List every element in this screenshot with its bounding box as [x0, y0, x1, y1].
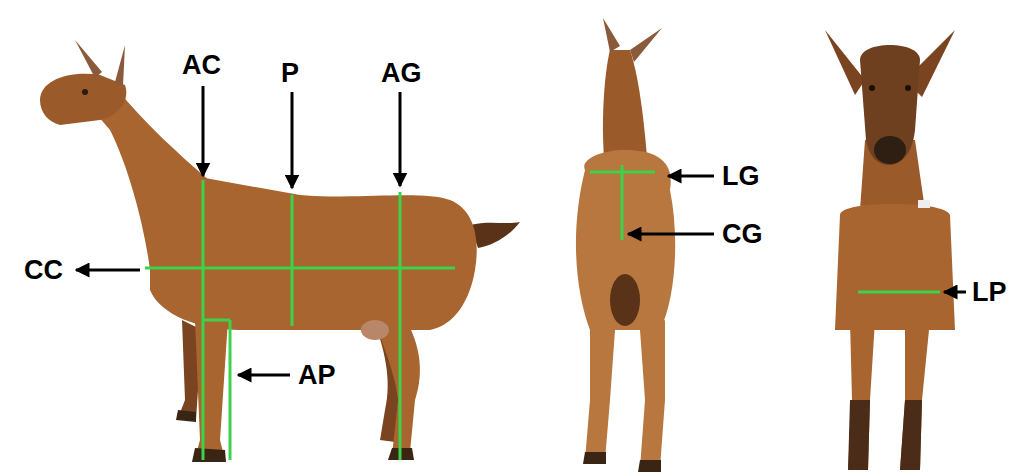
measurement-label: LP — [972, 277, 1007, 307]
measurement-label: CG — [722, 219, 763, 249]
front-goat — [825, 30, 955, 470]
measurement-label: P — [281, 58, 299, 88]
leader-arrows — [76, 86, 966, 375]
measurement-label: CC — [24, 255, 63, 285]
measurement-lines — [145, 165, 940, 460]
measurement-label: AC — [182, 50, 221, 80]
side-goat — [40, 40, 520, 462]
rear-goat — [576, 18, 675, 472]
measurement-label: AG — [381, 58, 422, 88]
measurement-label: AP — [298, 360, 336, 390]
measurement-label: LG — [722, 161, 760, 191]
